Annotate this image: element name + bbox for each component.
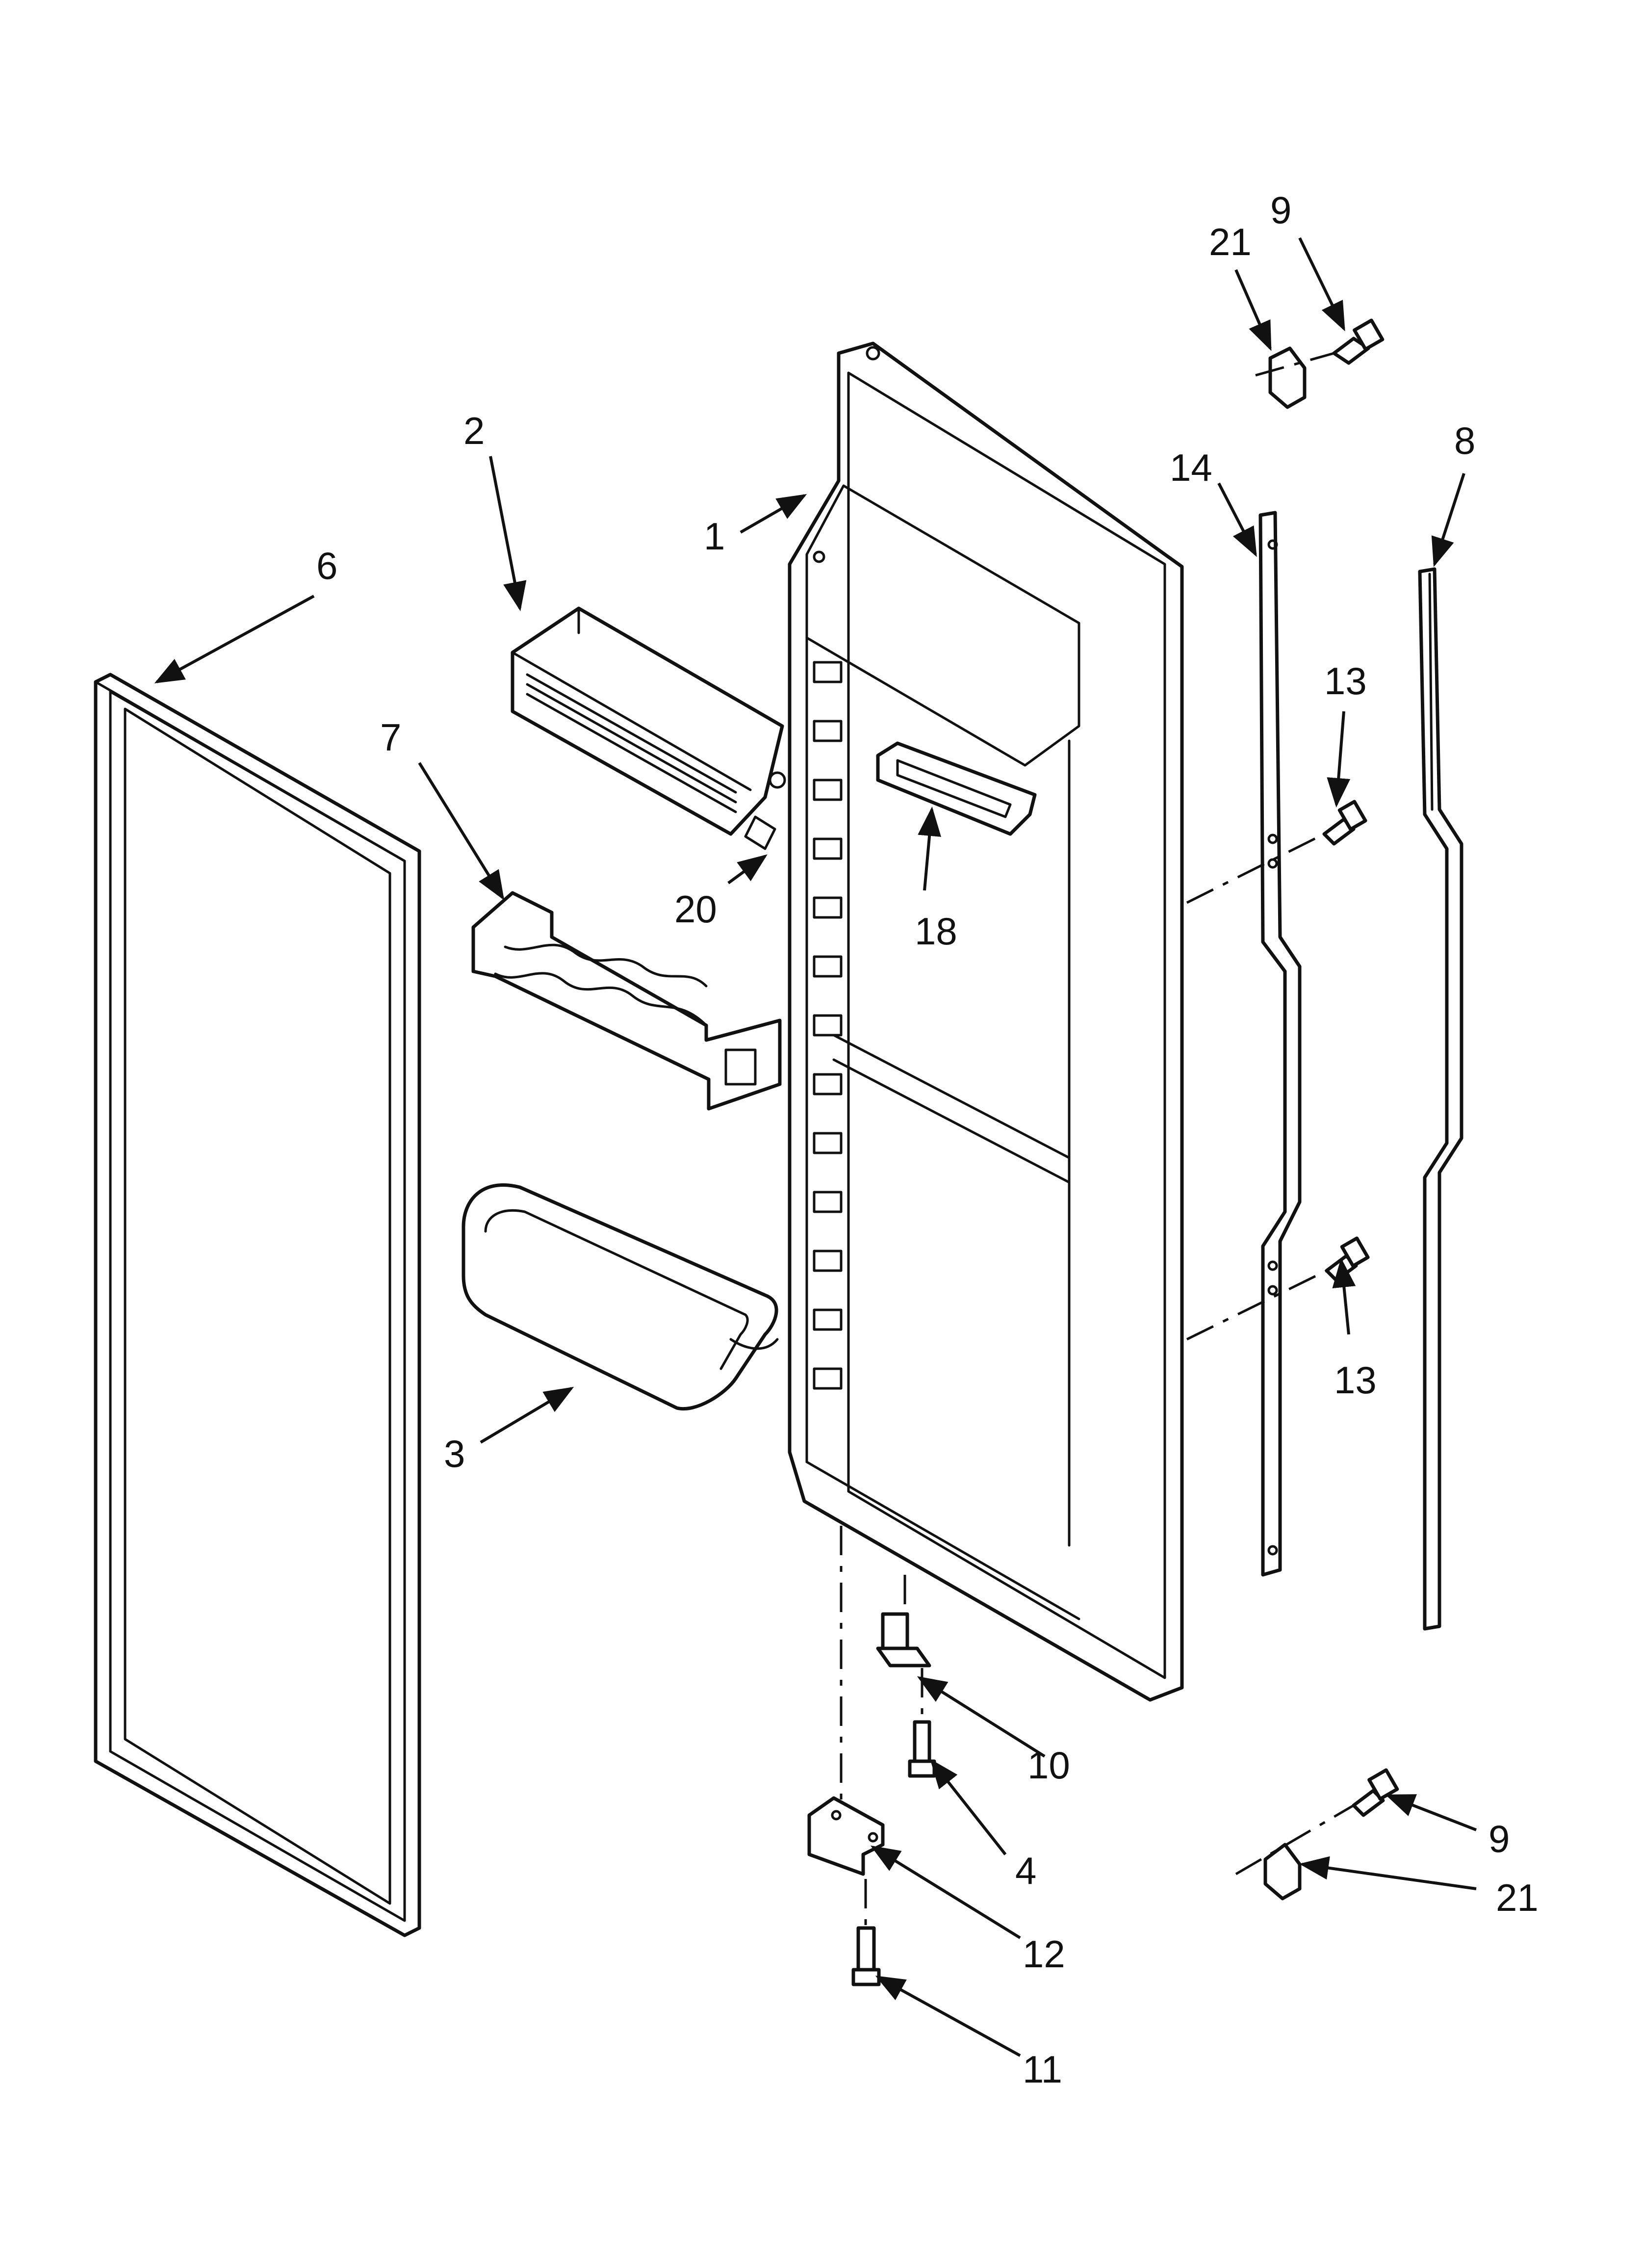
part-13-screw-bottom	[1325, 1236, 1370, 1282]
part-2-dairy-door	[511, 606, 786, 836]
part-20-hinge-pin	[744, 815, 776, 850]
callout-18: 18	[915, 910, 957, 953]
part-3-lower-door-bin	[462, 1183, 779, 1410]
part-9-screw-bottom	[1352, 1768, 1399, 1817]
part-18-tray	[876, 741, 1037, 836]
callout-7: 7	[380, 716, 401, 759]
part-4-screw	[908, 1720, 936, 1778]
callout-2: 2	[463, 409, 485, 452]
callout-11: 11	[1023, 2048, 1062, 2091]
part-21-handle-clip-top	[1268, 346, 1307, 409]
callout-13-top: 13	[1324, 659, 1367, 703]
door-shelf-clips	[813, 661, 843, 1390]
callout-21-bottom: 21	[1496, 1876, 1539, 1919]
callout-labels: 1 2 3 4 6 7 8 9 9 10 11 12 13 13 14 18 2…	[316, 188, 1539, 2091]
callout-1: 1	[704, 515, 725, 558]
callout-3: 3	[444, 1432, 465, 1475]
part-11-screw	[851, 1926, 881, 1986]
callout-14: 14	[1170, 446, 1212, 489]
part-7-door-bin	[471, 891, 782, 1111]
part-8-handle-trim	[1418, 567, 1463, 1631]
part-12-bottom-hinge	[807, 1796, 885, 1876]
callout-13-bottom: 13	[1334, 1358, 1377, 1402]
assembly-center-lines	[840, 352, 1355, 1928]
part-13-screw-top	[1322, 800, 1367, 846]
callout-6: 6	[316, 544, 337, 587]
part-9-screw-top	[1332, 318, 1385, 365]
callout-21-top: 21	[1209, 220, 1252, 263]
part-14-hinge-rail	[1258, 511, 1302, 1577]
callout-20: 20	[674, 887, 717, 931]
leader-arrows	[154, 237, 1477, 2057]
callout-9-bottom: 9	[1488, 1817, 1510, 1860]
part-10-hinge-bushing	[876, 1612, 931, 1668]
callout-4: 4	[1015, 1849, 1036, 1892]
callout-8: 8	[1454, 419, 1475, 462]
callout-12: 12	[1023, 1932, 1065, 1976]
callout-10: 10	[1027, 1744, 1070, 1787]
part-6-door-gasket	[94, 673, 421, 1937]
callout-9-top: 9	[1270, 188, 1291, 232]
part-1-refrigerator-door	[788, 341, 1184, 1702]
